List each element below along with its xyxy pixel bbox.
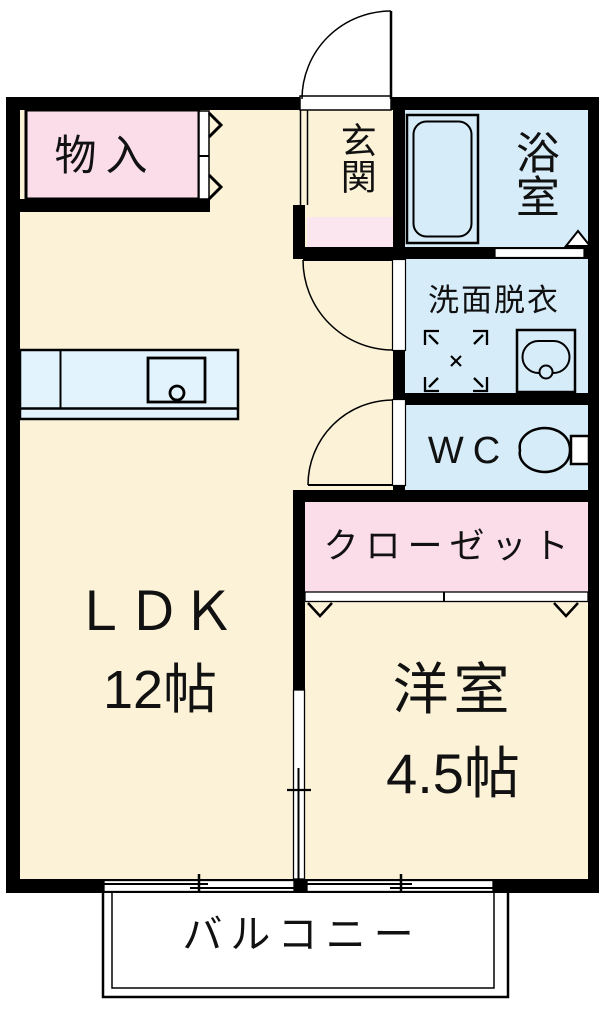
- wall-washroom-wc: [393, 393, 588, 405]
- ldk-label: ＬＤＫ: [73, 581, 235, 642]
- washroom-label: 洗面脱衣: [428, 282, 560, 318]
- washbasin-icon: [515, 328, 577, 394]
- western-room-label: 洋室: [392, 657, 515, 721]
- closet-door-chevron-left: [307, 602, 333, 618]
- washroom-door-swing-arc: [302, 258, 407, 352]
- bathroom-door-mark: [563, 229, 593, 247]
- room-washroom: [405, 259, 588, 393]
- ldk-size-label: 12帖: [102, 659, 218, 720]
- balcony-railing: [101, 893, 510, 999]
- folding-door-chevrons-storage: [207, 111, 224, 201]
- kitchen-sink: [146, 356, 207, 404]
- bathroom-label: 浴室: [508, 130, 558, 218]
- closet-door-chevron-right: [553, 602, 579, 618]
- bathroom-door-opening: [494, 247, 585, 259]
- sliding-window-western: [306, 874, 494, 902]
- balcony-label: バルコニー: [182, 913, 422, 958]
- toilet-icon: [518, 426, 591, 474]
- kitchen-counter: [18, 348, 240, 421]
- wall-ldk-western: [293, 502, 305, 690]
- room-wc: [405, 405, 588, 490]
- bathtub-icon: [405, 113, 480, 245]
- wc-door-swing-arc: [307, 398, 407, 487]
- wall-under-storage: [6, 199, 210, 212]
- closet-label: クローゼット: [323, 526, 576, 566]
- wall-entrance-stub: [293, 205, 305, 258]
- wc-label: WC: [427, 430, 510, 473]
- room-storage: [24, 108, 210, 201]
- wall-wc-closet: [293, 490, 588, 502]
- sliding-door-ldk-western: [287, 689, 311, 880]
- western-room-size-label: 4.5帖: [386, 741, 520, 805]
- storage-label: 物入: [54, 132, 157, 180]
- front-door-swing-arc: [299, 10, 393, 111]
- washing-machine-pan-icon: [423, 329, 489, 393]
- closet-sliding-doors: [304, 591, 589, 618]
- entrance-label: 玄関: [335, 122, 377, 194]
- room-closet: [305, 502, 588, 592]
- entrance-area: [299, 110, 393, 247]
- room-bathroom: [405, 110, 588, 247]
- entrance-step: [307, 217, 393, 247]
